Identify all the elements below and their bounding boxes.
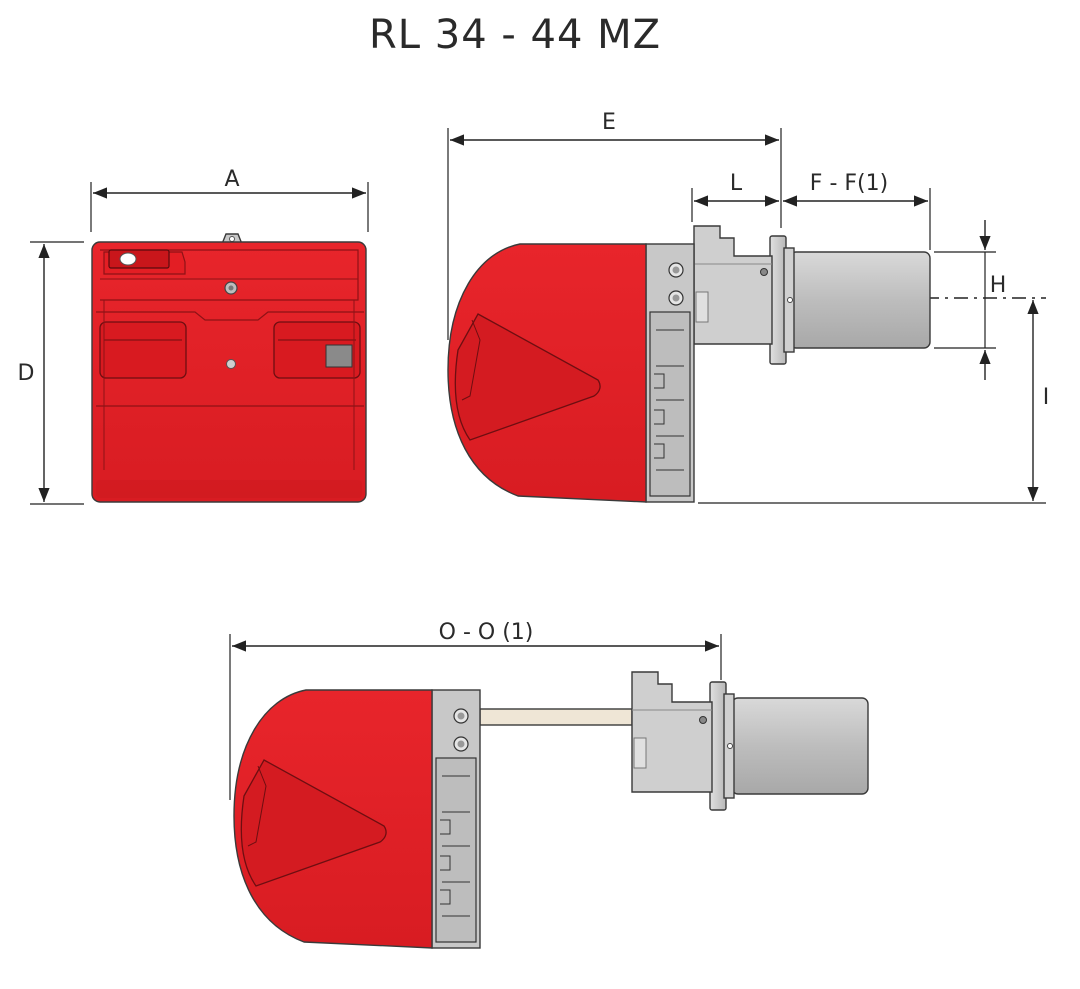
extended-blast-tube <box>731 697 869 795</box>
front-housing <box>91 241 367 503</box>
dim-h-label: H <box>990 273 1007 298</box>
extended-air-box <box>631 671 713 793</box>
blast-tube <box>789 251 931 349</box>
side-view: E L F - F(1) H I <box>447 110 1050 504</box>
front-view: A D <box>18 167 369 505</box>
dim-l-label: L <box>730 171 743 196</box>
extended-view: O - O (1) <box>229 620 869 949</box>
dim-f-label: F - F(1) <box>810 171 888 196</box>
air-intake-vent <box>454 313 601 441</box>
dim-i-label: I <box>1043 385 1050 410</box>
terminal-strip <box>649 311 691 497</box>
diagram-title: RL 34 - 44 MZ <box>368 12 662 58</box>
dim-d-label: D <box>18 361 35 386</box>
extended-terminal-strip <box>435 757 477 943</box>
air-box <box>693 225 773 345</box>
dim-o-label: O - O (1) <box>439 620 534 645</box>
dim-e-label: E <box>602 110 616 135</box>
indicator-window <box>108 249 170 269</box>
dim-a-label: A <box>224 167 239 192</box>
slide-rod <box>479 708 633 726</box>
cover-screw-middle <box>226 359 236 369</box>
reset-button <box>325 344 353 368</box>
left-handle-recess <box>99 321 187 379</box>
indicator-lamp <box>119 252 137 266</box>
extended-air-intake-vent <box>240 759 387 887</box>
